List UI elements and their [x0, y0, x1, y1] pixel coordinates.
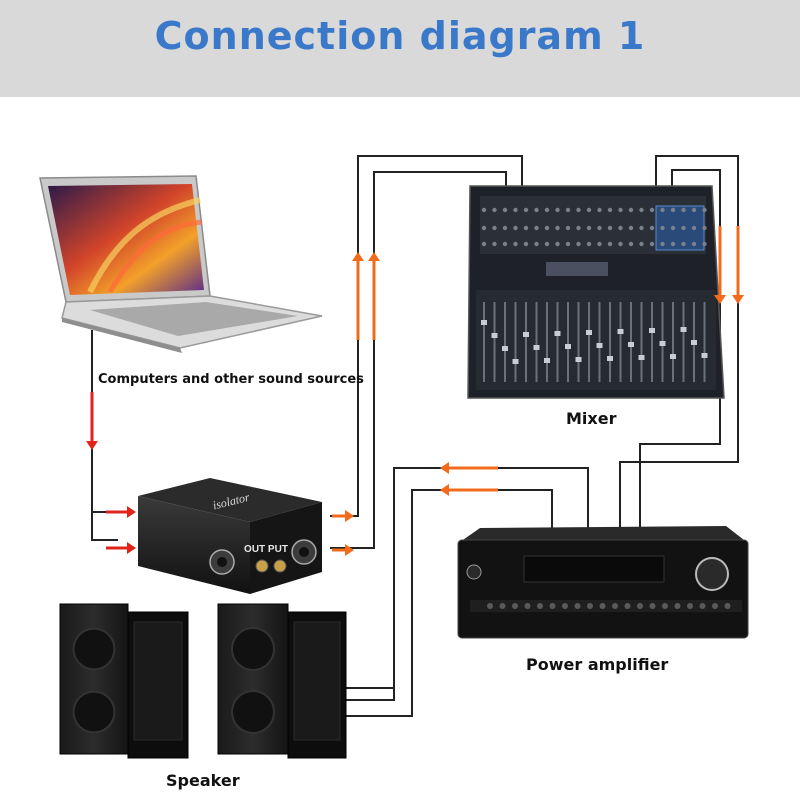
- wire-mixer-to-amplifier-2: [639, 169, 721, 528]
- arrow-up-to-mixer-1: [352, 252, 364, 340]
- arrow-into-isolator-2: [106, 542, 136, 554]
- wire-isolator-to-mixer-2: [330, 171, 507, 549]
- arrow-into-isolator-1: [106, 506, 136, 518]
- laptop-icon: [39, 175, 323, 353]
- label-speaker: Speaker: [166, 771, 240, 790]
- arrow-to-speaker-1: [440, 462, 498, 474]
- arrow-out-isolator-1: [332, 510, 354, 522]
- arrow-up-to-mixer-2: [368, 252, 380, 340]
- arrow-down-from-mixer-2: [732, 226, 744, 304]
- title-banner: Connection diagram 1: [0, 0, 800, 97]
- arrow-down-laptop: [86, 392, 98, 450]
- connection-wires: [91, 155, 739, 717]
- arrow-to-speaker-2: [440, 484, 498, 496]
- diagram-title: Connection diagram 1: [154, 14, 646, 58]
- mixer-console-icon: [467, 185, 725, 399]
- isolator-output-label: OUT PUT: [244, 544, 288, 555]
- wire-amplifier-to-speaker-1: [346, 467, 589, 701]
- wire-mixer-to-amplifier-1: [619, 155, 739, 528]
- label-sources: Computers and other sound sources: [98, 372, 364, 387]
- power-amplifier-icon: [457, 526, 749, 639]
- label-amplifier: Power amplifier: [526, 655, 668, 674]
- speaker-icon: [59, 603, 347, 759]
- wire-amplifier-to-speaker-2: [346, 489, 553, 717]
- arrow-down-from-mixer-1: [714, 226, 726, 304]
- wire-laptop-to-isolator: [91, 330, 118, 541]
- isolator-box-icon: isolator OUT PUT: [138, 478, 322, 594]
- label-mixer: Mixer: [566, 409, 617, 428]
- wire-amplifier-to-speaker-3: [346, 687, 395, 700]
- arrow-out-isolator-2: [332, 544, 354, 556]
- signal-arrows: [86, 226, 744, 556]
